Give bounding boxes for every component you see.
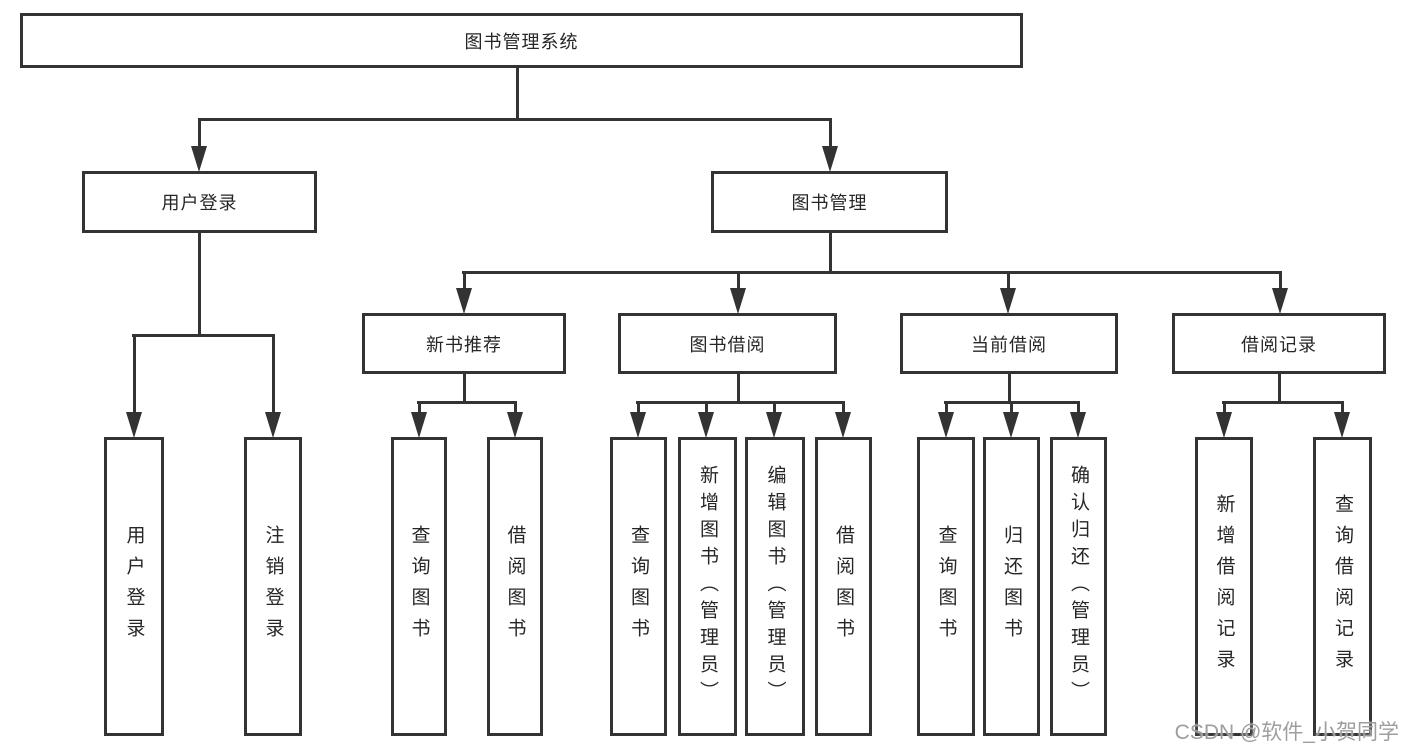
watermark-text: CSDN @软件_小贺同学 <box>1174 721 1399 744</box>
edge-line <box>944 401 1080 404</box>
edge-line <box>1008 374 1011 403</box>
node-label: 图书管理 <box>791 193 868 213</box>
node-label: 当前借阅 <box>971 334 1047 355</box>
node-new-book-recommend: 新书推荐 <box>362 313 566 374</box>
leaf-return-books: 归还图书 <box>983 437 1040 736</box>
edge-line <box>133 336 136 413</box>
arrow-down-icon <box>1070 412 1086 438</box>
arrow-down-icon <box>630 412 646 438</box>
arrow-down-icon <box>822 146 838 172</box>
node-label: 归还图书 <box>1001 524 1022 649</box>
edge-line <box>1278 374 1281 403</box>
node-label: 查询图书 <box>935 524 957 649</box>
edge-line <box>842 403 845 413</box>
node-book-management: 图书管理 <box>711 171 948 233</box>
edge-line <box>705 403 708 413</box>
node-label: 图书借阅 <box>689 334 766 355</box>
edge-line <box>1222 401 1344 404</box>
edge-line <box>198 120 201 147</box>
arrow-down-icon <box>1216 412 1232 438</box>
leaf-query-borrow-record: 查询借阅记录 <box>1313 437 1372 736</box>
node-label: 用户登录 <box>161 193 238 213</box>
edge-line <box>829 120 832 147</box>
arrow-down-icon <box>126 412 142 438</box>
edge-line <box>737 273 740 289</box>
node-current-borrowing: 当前借阅 <box>900 313 1118 374</box>
arrow-down-icon <box>411 412 427 438</box>
node-label: 编辑图书（管理员） <box>764 465 786 708</box>
arrow-down-icon <box>1000 288 1016 314</box>
arrow-down-icon <box>698 412 714 438</box>
edge-line <box>516 68 519 120</box>
leaf-query-books-recommend: 查询图书 <box>391 437 447 736</box>
arrow-down-icon <box>1334 412 1350 438</box>
leaf-logout: 注销登录 <box>244 437 302 736</box>
edge-line <box>463 374 466 403</box>
arrow-down-icon <box>730 288 746 314</box>
leaf-user-login: 用户登录 <box>104 437 164 736</box>
leaf-query-books-borrowing: 查询图书 <box>610 437 667 736</box>
edge-line <box>463 273 466 289</box>
leaf-borrow-books-borrowing: 借阅图书 <box>815 437 872 736</box>
edge-line <box>637 403 640 413</box>
node-label: 图书管理系统 <box>464 31 579 52</box>
edge-line <box>418 403 421 413</box>
arrow-down-icon <box>938 412 954 438</box>
node-label: 新书推荐 <box>426 334 502 355</box>
node-label: 查询借阅记录 <box>1332 493 1353 680</box>
node-borrowing-records: 借阅记录 <box>1172 313 1386 374</box>
leaf-add-borrow-record: 新增借阅记录 <box>1195 437 1253 736</box>
edge-line <box>829 233 832 273</box>
arrow-down-icon <box>1272 288 1288 314</box>
edge-line <box>1223 403 1226 413</box>
edge-line <box>132 334 275 337</box>
arrow-down-icon <box>835 412 851 438</box>
node-label: 借阅图书 <box>504 524 526 649</box>
arrow-down-icon <box>456 288 472 314</box>
edge-line <box>514 403 517 413</box>
edge-line <box>272 336 275 413</box>
node-label: 注销登录 <box>262 524 284 649</box>
edge-line <box>462 271 1282 274</box>
node-user-login: 用户登录 <box>82 171 317 233</box>
node-label: 借阅记录 <box>1241 334 1317 355</box>
node-label: 新增借阅记录 <box>1213 493 1235 680</box>
node-label: 用户登录 <box>123 524 145 649</box>
leaf-edit-books-admin: 编辑图书（管理员） <box>745 437 805 736</box>
edge-line <box>1007 273 1010 289</box>
edge-line <box>1279 273 1282 289</box>
node-label: 查询图书 <box>628 524 649 649</box>
node-label: 确认归还（管理员） <box>1068 465 1089 708</box>
leaf-add-books-admin: 新增图书（管理员） <box>678 437 737 736</box>
edge-line <box>1010 403 1013 413</box>
edge-line <box>198 233 201 336</box>
edge-line <box>636 401 845 404</box>
edge-line <box>737 374 740 403</box>
arrow-down-icon <box>507 412 523 438</box>
edge-line <box>945 403 948 413</box>
leaf-query-books-current: 查询图书 <box>917 437 975 736</box>
edge-line <box>417 401 517 404</box>
edge-line <box>773 403 776 413</box>
arrow-down-icon <box>1003 412 1019 438</box>
leaf-borrow-books-recommend: 借阅图书 <box>487 437 543 736</box>
node-label: 新增图书（管理员） <box>697 465 718 708</box>
leaf-confirm-return-admin: 确认归还（管理员） <box>1050 437 1107 736</box>
node-label: 查询图书 <box>408 524 430 649</box>
node-book-borrowing: 图书借阅 <box>618 313 837 374</box>
node-label: 借阅图书 <box>833 524 854 649</box>
arrow-down-icon <box>191 146 207 172</box>
edge-line <box>1341 403 1344 413</box>
edge-line <box>198 118 832 121</box>
edge-line <box>1077 403 1080 413</box>
node-root: 图书管理系统 <box>20 13 1023 68</box>
arrow-down-icon <box>766 412 782 438</box>
arrow-down-icon <box>265 412 281 438</box>
